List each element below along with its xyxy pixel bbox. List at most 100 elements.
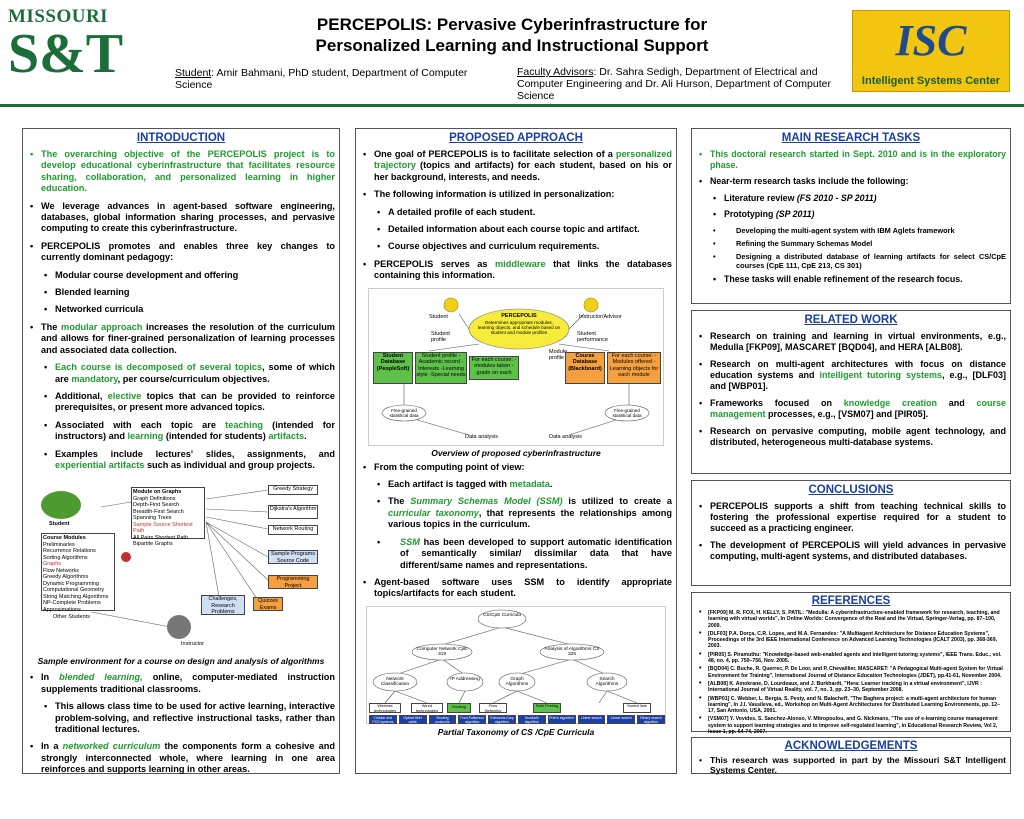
reference-item: [FKP09] M. R. FOX, H. KELLY, S. PATIL: "…	[696, 610, 1006, 629]
research-tasks-panel: MAIN RESEARCH TASKS This doctoral resear…	[691, 128, 1011, 304]
proposed-sub-topic-info: Detailed information about each course t…	[360, 224, 672, 236]
tax-network-classification: Network Classification	[380, 676, 410, 688]
other-students-label: Other Students	[53, 614, 90, 621]
proposed-sub-ssm-developed: SSM has been developed to support automa…	[360, 537, 672, 571]
fig1-student-performance: Student performance	[577, 330, 608, 344]
student-info: Student: Amir Bahmani, PhD student, Depa…	[175, 67, 475, 91]
student-db-info: Student profile -Academic record -Intere…	[415, 351, 467, 384]
tax-bottom-item: Edmonds-Karp algorithm	[488, 714, 516, 724]
tax-leaf-wired: Wired technologies	[411, 702, 443, 713]
fig1-data-analysis-left: Data analysis	[465, 433, 499, 440]
proposed-bullet-goal: One goal of PERCEPOLIS is to facilitate …	[360, 149, 672, 183]
tax-analysis-algorithms: Analysis of Algorithms CS 325	[544, 646, 600, 658]
header-divider	[0, 104, 1024, 107]
intro-sub-examples: Examples include lectures' slides, assig…	[27, 449, 335, 472]
tax-search-algorithms: Search Algorithms	[595, 676, 619, 688]
proposed-list: One goal of PERCEPOLIS is to facilitate …	[360, 149, 672, 282]
related-bullet-pervasive: Research on pervasive computing, mobile …	[696, 426, 1006, 448]
isc-logo-subtitle: Intelligent Systems Center	[861, 75, 1001, 87]
acknowledgements-list: This research was supported in part by t…	[696, 755, 1006, 775]
tax-root: CS/CpE Curricula	[483, 612, 521, 618]
faculty-text: : Dr. Sahra Sedigh, Department of Electr…	[517, 66, 831, 102]
cyber-figure-caption: Overview of proposed cyberinfrastructure	[431, 447, 601, 458]
fig1-percepolis-title: PERCEPOLIS	[501, 312, 537, 319]
tax-bottom-row: Cellular and PCS systems Optical fiber c…	[369, 714, 665, 724]
reference-item: [VSM07] Y. Vovides, S. Sanchez-Alonso, V…	[696, 716, 1006, 735]
course-grades-box: For each course: -modules taken -grade o…	[469, 355, 519, 380]
tax-bottom-item: Ford-Fulkerson algorithm	[458, 714, 487, 724]
related-bullet-frameworks: Frameworks focused on knowledge creation…	[696, 398, 1006, 420]
tax-leaf-routing: Routing	[447, 702, 471, 713]
proposed-bullet-middleware: PERCEPOLIS serves as middleware that lin…	[360, 259, 672, 282]
reference-item: [WBP01] C. Webber, L. Bergia, S. Pesty, …	[696, 696, 1006, 715]
introduction-list-2: In blended learning, online, computer-me…	[27, 672, 335, 775]
faculty-info: Faculty Advisors: Dr. Sahra Sedigh, Depa…	[517, 66, 837, 102]
tax-bottom-item: Cellular and PCS systems	[369, 714, 397, 724]
reference-item: [BQD04] C. Buche, R. Querrec, P. De Loor…	[696, 666, 1006, 679]
module-graphs-box: Module on Graphs Graph Definitions Depth…	[131, 487, 205, 547]
conclusions-bullet-development: The development of PERCEPOLIS will yield…	[696, 540, 1006, 562]
related-work-panel: RELATED WORK Research on training and le…	[691, 310, 1011, 474]
related-work-list: Research on training and learning in vir…	[696, 331, 1006, 448]
intro-bullet-networked: In a networked curriculum the components…	[27, 741, 335, 775]
reference-item: [DLF03] P.A. Dorça, C.R. Lopes, and M.A.…	[696, 631, 1006, 650]
challenges-box: Challenges, Research Problems	[201, 595, 245, 616]
cyber-figure-lines	[381, 297, 650, 435]
tasks-sub-database: Designing a distributed database of lear…	[696, 252, 1006, 270]
isc-logo: ISC Intelligent Systems Center	[852, 10, 1010, 92]
references-title: REFERENCES	[811, 595, 891, 607]
sample-programs-box: Sample Programs Source Code	[268, 550, 318, 565]
introduction-panel: INTRODUCTION The overarching objective o…	[22, 128, 340, 774]
fig1-advisor-label: Instructor/Advisor	[579, 313, 622, 320]
proposed-approach-panel: PROPOSED APPROACH One goal of PERCEPOLIS…	[355, 128, 677, 774]
taxonomy-lines	[372, 609, 638, 703]
tax-bottom-item: Binary search algorithm	[637, 714, 665, 724]
tax-leaf-flow-networks: Flow Networks	[479, 702, 507, 713]
acknowledgements-panel: ACKNOWLEDGEMENTS This research was suppo…	[691, 737, 1011, 775]
sample-environment-figure: Student Module on Graphs Graph Definitio…	[31, 477, 331, 653]
tax-bottom-item: Optical fiber cable	[398, 714, 427, 724]
greedy-strategy-box: Greedy Strategy	[268, 485, 318, 496]
intro-sub-artifacts: Associated with each topic are teaching …	[27, 420, 335, 443]
conclusions-panel: CONCLUSIONS PERCEPOLIS supports a shift …	[691, 480, 1011, 586]
tax-bottom-item: Prim's algorithm	[547, 714, 576, 724]
tax-bottom-item: Kruskal's algorithm	[517, 714, 546, 724]
tax-bottom-item: Linear search	[577, 714, 606, 724]
fig-student-label: Student	[49, 521, 70, 528]
research-tasks-list: This doctoral research started in Sept. …	[696, 149, 1006, 285]
network-routing-box: Network Routing	[268, 525, 318, 536]
intro-figure-caption: Sample environment for a course on desig…	[37, 656, 325, 667]
proposed-bullet-computing: From the computing point of view:	[360, 462, 672, 474]
intro-bullet-blended: In blended learning, online, computer-me…	[27, 672, 335, 695]
intro-bullet-leverage: We leverage advances in agent-based soft…	[27, 201, 335, 235]
logo-missouri-text: MISSOURI	[8, 6, 109, 27]
student-database-box: Student Database (PeopleSoft)	[373, 351, 413, 384]
acknowledgements-title: ACKNOWLEDGEMENTS	[784, 740, 918, 752]
related-bullet-multiagent: Research on multi-agent architectures wi…	[696, 359, 1006, 392]
related-bullet-virtual: Research on training and learning in vir…	[696, 331, 1006, 353]
taxonomy-figure-caption: Partial Taxonomy of CS /CpE Curricula	[437, 726, 595, 737]
tax-leaf-path-finding: Path Finding	[533, 702, 561, 713]
research-tasks-title: MAIN RESEARCH TASKS	[781, 132, 921, 144]
intro-sub-decomposed: Each course is decomposed of several top…	[27, 362, 335, 385]
tax-ip-addressing: IP Addressing	[450, 676, 480, 682]
reference-item: [PIR05] S. Piramuthu: "Knowledge-based w…	[696, 652, 1006, 665]
conclusions-list: PERCEPOLIS supports a shift from teachin…	[696, 501, 1006, 562]
proposed-list-2: From the computing point of view: Each a…	[360, 462, 672, 600]
intro-bullet-changes: PERCEPOLIS promotes and enables three ke…	[27, 241, 335, 264]
tax-leaf-sorted-lists: Sorted lists	[623, 702, 651, 713]
tax-graph-algorithms: Graph Algorithms	[505, 676, 529, 688]
proposed-sub-profile: A detailed profile of each student.	[360, 207, 672, 219]
agent-icon	[121, 552, 131, 563]
dijkstra-box: Dijkstra's Algorithm	[268, 505, 318, 520]
tasks-bullet-started: This doctoral research started in Sept. …	[696, 149, 1006, 170]
related-work-title: RELATED WORK	[804, 314, 898, 326]
tasks-sub-literature: Literature review (FS 2010 - SP 2011)	[696, 193, 1006, 204]
conclusions-bullet-shift: PERCEPOLIS supports a shift from teachin…	[696, 501, 1006, 534]
references-list: [FKP09] M. R. FOX, H. KELLY, S. PATIL: "…	[692, 610, 1010, 735]
introduction-list: The overarching objective of the PERCEPO…	[27, 149, 335, 471]
intro-sub-elective: Additional, elective topics that can be …	[27, 391, 335, 414]
student-label: Student	[175, 67, 212, 79]
proposed-bullet-agent: Agent-based software uses SSM to identif…	[360, 577, 672, 600]
tasks-sub-refinement: These tasks will enable refinement of th…	[696, 274, 1006, 285]
